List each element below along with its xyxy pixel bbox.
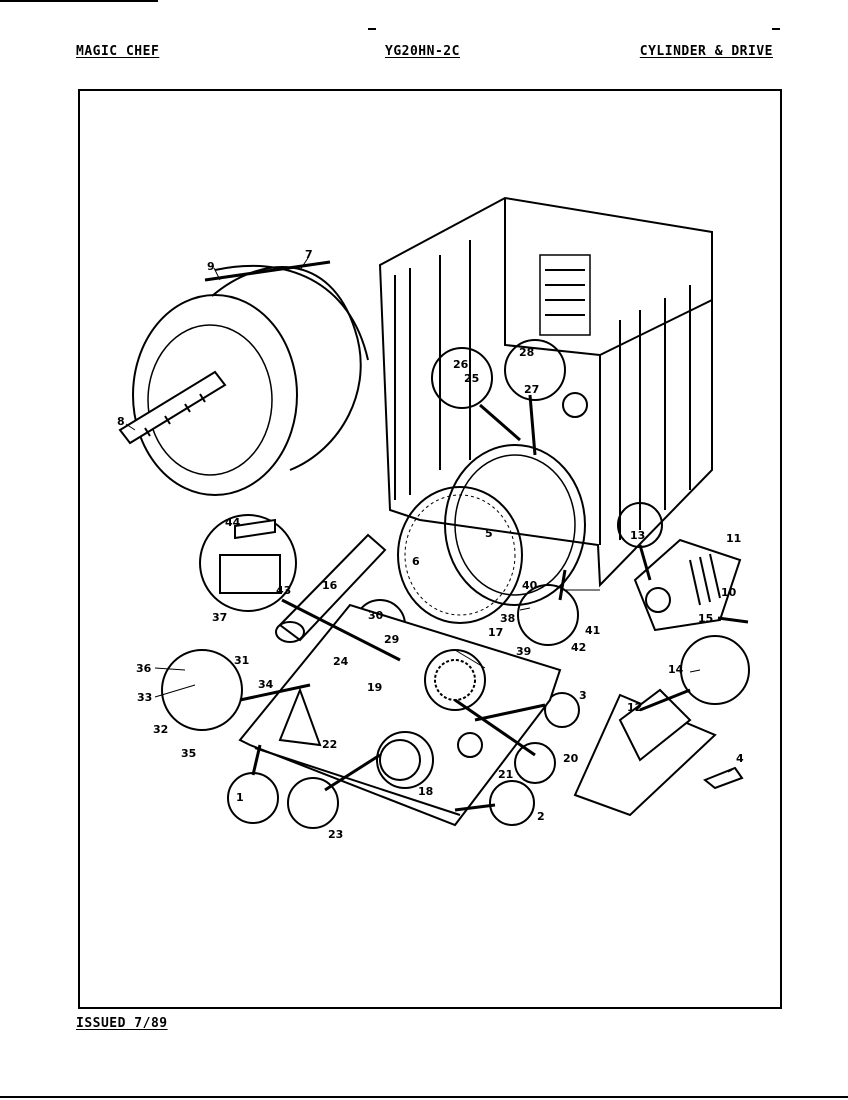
- callout-33: 33: [137, 691, 152, 704]
- issued-date: ISSUED 7/89: [76, 1016, 168, 1031]
- detail-circle-14: [680, 635, 750, 705]
- callout-27: 27: [524, 383, 539, 396]
- callout-30: 30: [368, 609, 384, 622]
- base-pan: [238, 603, 562, 827]
- callout-2: 2: [537, 810, 545, 823]
- diagram-frame: [78, 89, 782, 1009]
- callout-5: 5: [485, 527, 493, 540]
- callout-34: 34: [258, 678, 274, 691]
- callout-35: 35: [181, 747, 196, 760]
- callout-22: 22: [322, 738, 337, 751]
- callout-9: 9: [207, 260, 215, 273]
- callout-14: 14: [668, 663, 684, 676]
- bulkhead-rings: [397, 444, 586, 624]
- thin-leaders: [125, 257, 733, 773]
- part-15-spring: [717, 616, 749, 624]
- detail-circle-23: [287, 777, 339, 829]
- callout-23: 23: [328, 828, 343, 841]
- detail-circle-2: [489, 780, 535, 826]
- callout-numbers: 1 2 3 4 5 6 7 8 9 10 11 12 13 14 15 16 1…: [117, 248, 744, 841]
- detail-circle-25-26: [431, 347, 493, 409]
- part-43-block: [219, 554, 281, 594]
- callout-19: 19: [367, 681, 382, 694]
- callout-20: 20: [563, 752, 579, 765]
- header-dash: [368, 28, 376, 30]
- callout-44: 44: [225, 516, 241, 529]
- top-rule: [0, 0, 158, 2]
- callout-40: 40: [522, 579, 538, 592]
- model-number: YG20HN-2C: [385, 44, 460, 59]
- callout-3: 3: [579, 689, 587, 702]
- callout-36: 36: [136, 662, 152, 675]
- callout-10: 10: [721, 586, 737, 599]
- callout-38: 38: [500, 612, 515, 625]
- callout-43: 43: [276, 584, 291, 597]
- callout-13: 13: [630, 529, 645, 542]
- callout-18: 18: [418, 785, 433, 798]
- callout-41: 41: [585, 624, 600, 637]
- callout-24: 24: [333, 655, 349, 668]
- callout-16: 16: [322, 579, 338, 592]
- header-dash: [772, 28, 780, 30]
- callout-6: 6: [412, 555, 420, 568]
- callout-39: 39: [516, 645, 531, 658]
- motor-mount: [573, 688, 717, 817]
- callout-8: 8: [117, 415, 125, 428]
- detail-circle-20: [514, 742, 556, 784]
- detail-circle-31-35: [161, 649, 243, 731]
- part-4-clip: [703, 766, 744, 790]
- detail-circle-27-28: [504, 339, 566, 401]
- callout-1: 1: [236, 791, 244, 804]
- callout-37: 37: [212, 611, 227, 624]
- callout-29: 29: [384, 633, 399, 646]
- part-44-bracket: [234, 518, 276, 540]
- leader-lines: [239, 394, 691, 812]
- callout-42: 42: [571, 641, 586, 654]
- callout-7: 7: [305, 248, 313, 261]
- callout-15: 15: [698, 612, 713, 625]
- bottom-rule: [0, 1096, 848, 1098]
- callout-4: 4: [736, 752, 744, 765]
- callout-28: 28: [519, 346, 534, 359]
- drive-motor: [633, 538, 742, 632]
- detail-circle-43-44: [199, 514, 297, 612]
- callout-12: 12: [627, 701, 642, 714]
- callout-25: 25: [464, 372, 479, 385]
- callout-17: 17: [488, 626, 503, 639]
- callout-32: 32: [153, 723, 168, 736]
- section-title: CYLINDER & DRIVE: [639, 44, 773, 59]
- callout-11: 11: [726, 532, 741, 545]
- callout-31: 31: [234, 654, 249, 667]
- callout-21: 21: [498, 768, 513, 781]
- callout-26: 26: [453, 358, 469, 371]
- brand-label: MAGIC CHEF: [76, 44, 160, 59]
- detail-circle-3: [544, 692, 580, 728]
- detail-circle-38-42: [517, 584, 579, 646]
- drum-cylinder: [118, 260, 369, 496]
